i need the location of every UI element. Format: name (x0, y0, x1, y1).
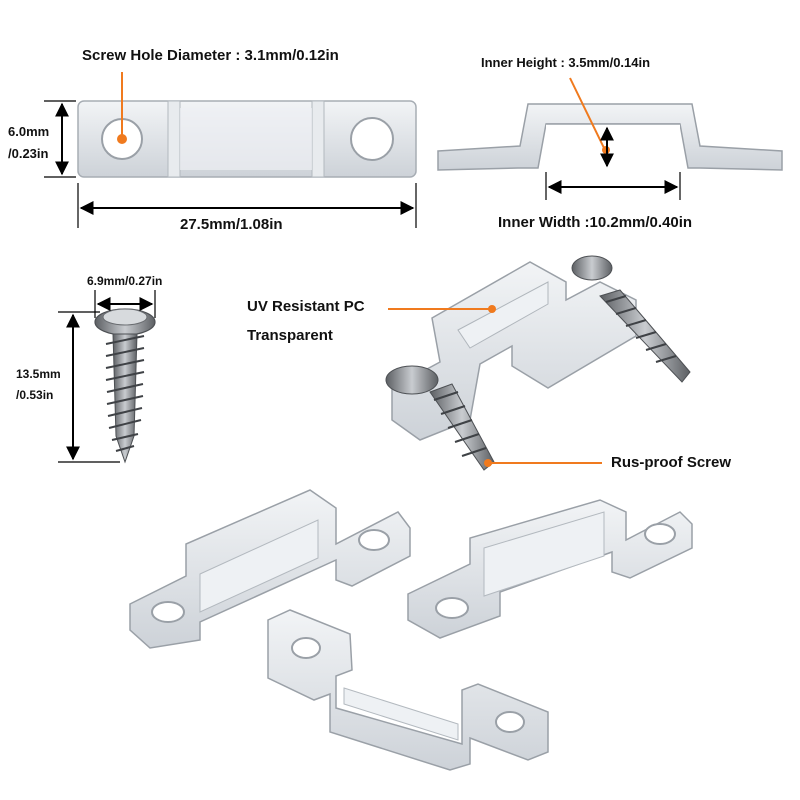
screw-head-dimension (94, 290, 156, 318)
screw-icon (94, 308, 156, 464)
strap-height-dimension (44, 100, 76, 178)
screw-hole-icon (350, 117, 394, 161)
screw-length-dimension (58, 311, 120, 463)
inner-width-dimension (545, 172, 681, 200)
clip-bottom-center (267, 609, 549, 771)
strap-top-view (77, 100, 417, 178)
screw-hole-icon (644, 523, 676, 545)
screw-length-mm-label: 13.5mm (16, 367, 61, 381)
screw-length-in-label: /0.53in (16, 388, 54, 402)
screw-hole-icon (291, 637, 321, 659)
inner-height-callout (569, 77, 614, 168)
screw-hole-icon (495, 711, 525, 733)
strap-height-in-label: /0.23in (8, 146, 49, 161)
material-label-line2: Transparent (247, 327, 333, 344)
screw-head-width-label: 6.9mm/0.27in (87, 274, 163, 288)
strap-length-label: 27.5mm/1.08in (180, 216, 283, 233)
rust-proof-callout (484, 459, 602, 467)
clip-bottom-right (407, 499, 693, 639)
material-label-line1: UV Resistant PC (247, 298, 365, 315)
inner-width-label: Inner Width :10.2mm/0.40in (498, 214, 693, 231)
hole-diameter-callout (117, 72, 127, 144)
screw-hole-icon (151, 601, 185, 623)
clip-bottom-left (129, 489, 411, 649)
strap-length-dimension (77, 183, 417, 228)
rust-proof-screw-label: Rus-proof Screw (611, 454, 732, 471)
material-callout (388, 305, 496, 313)
inner-height-label: Inner Height : 3.5mm/0.14in (481, 55, 651, 70)
strap-height-mm-label: 6.0mm (8, 124, 50, 139)
clip-side-view (437, 103, 783, 171)
screw-hole-diameter-label: Screw Hole Diameter : 3.1mm/0.12in (82, 47, 339, 64)
screw-hole-icon (435, 597, 469, 619)
clip-assembly (385, 255, 691, 471)
screw-hole-icon (358, 529, 390, 551)
